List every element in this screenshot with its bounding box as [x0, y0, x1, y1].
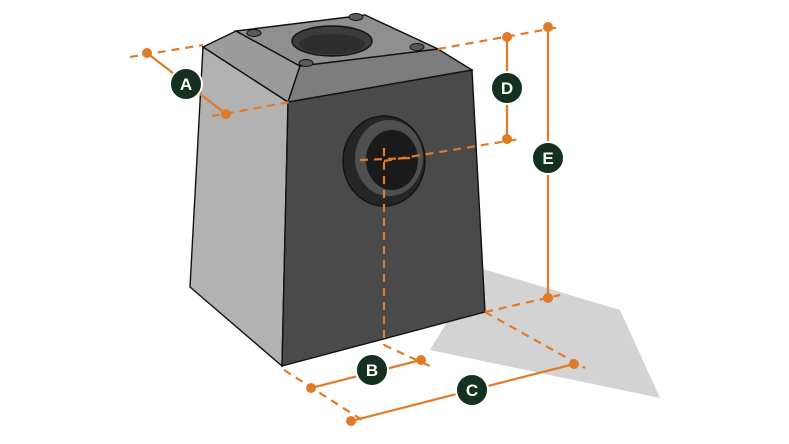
badge-b: B	[355, 353, 389, 387]
dimension-b-extension-right	[383, 344, 435, 369]
screw-hole-icon	[298, 59, 314, 67]
dimension-e-endpoint	[543, 293, 553, 303]
badge-d-label: D	[501, 79, 513, 98]
dimension-d-endpoint	[502, 134, 512, 144]
badge-e: E	[531, 141, 565, 175]
dimension-d-endpoint	[502, 32, 512, 42]
dimension-a-endpoint	[142, 48, 152, 58]
badge-a-label: A	[180, 75, 192, 94]
screw-hole-icon	[246, 29, 262, 37]
badge-d: D	[490, 71, 524, 105]
dimension-c-endpoint	[569, 359, 579, 369]
dimension-b-endpoint	[306, 383, 316, 393]
dimension-b-endpoint	[416, 355, 426, 365]
screw-hole-icon	[409, 43, 425, 51]
dimension-e-endpoint	[543, 22, 553, 32]
floor-shadow	[430, 268, 660, 398]
front-bore-inner	[366, 130, 418, 190]
dimension-a-endpoint	[221, 109, 231, 119]
badge-c: C	[455, 373, 489, 407]
badge-a: A	[169, 67, 203, 101]
badge-b-label: B	[366, 361, 378, 380]
badge-c-label: C	[466, 381, 478, 400]
dimension-d-extension-top	[437, 25, 561, 51]
screw-hole-icon	[348, 13, 364, 21]
block-side-face	[189, 45, 289, 368]
dimension-c-extension-right	[484, 311, 586, 369]
dimension-a-extension-top	[129, 43, 204, 59]
dimension-c-endpoint	[346, 416, 356, 426]
dimension-d-extension-bottom	[383, 137, 521, 163]
dimension-b-extension-left	[283, 369, 363, 421]
badge-e-label: E	[542, 149, 553, 168]
top-bore-inner	[299, 34, 365, 54]
